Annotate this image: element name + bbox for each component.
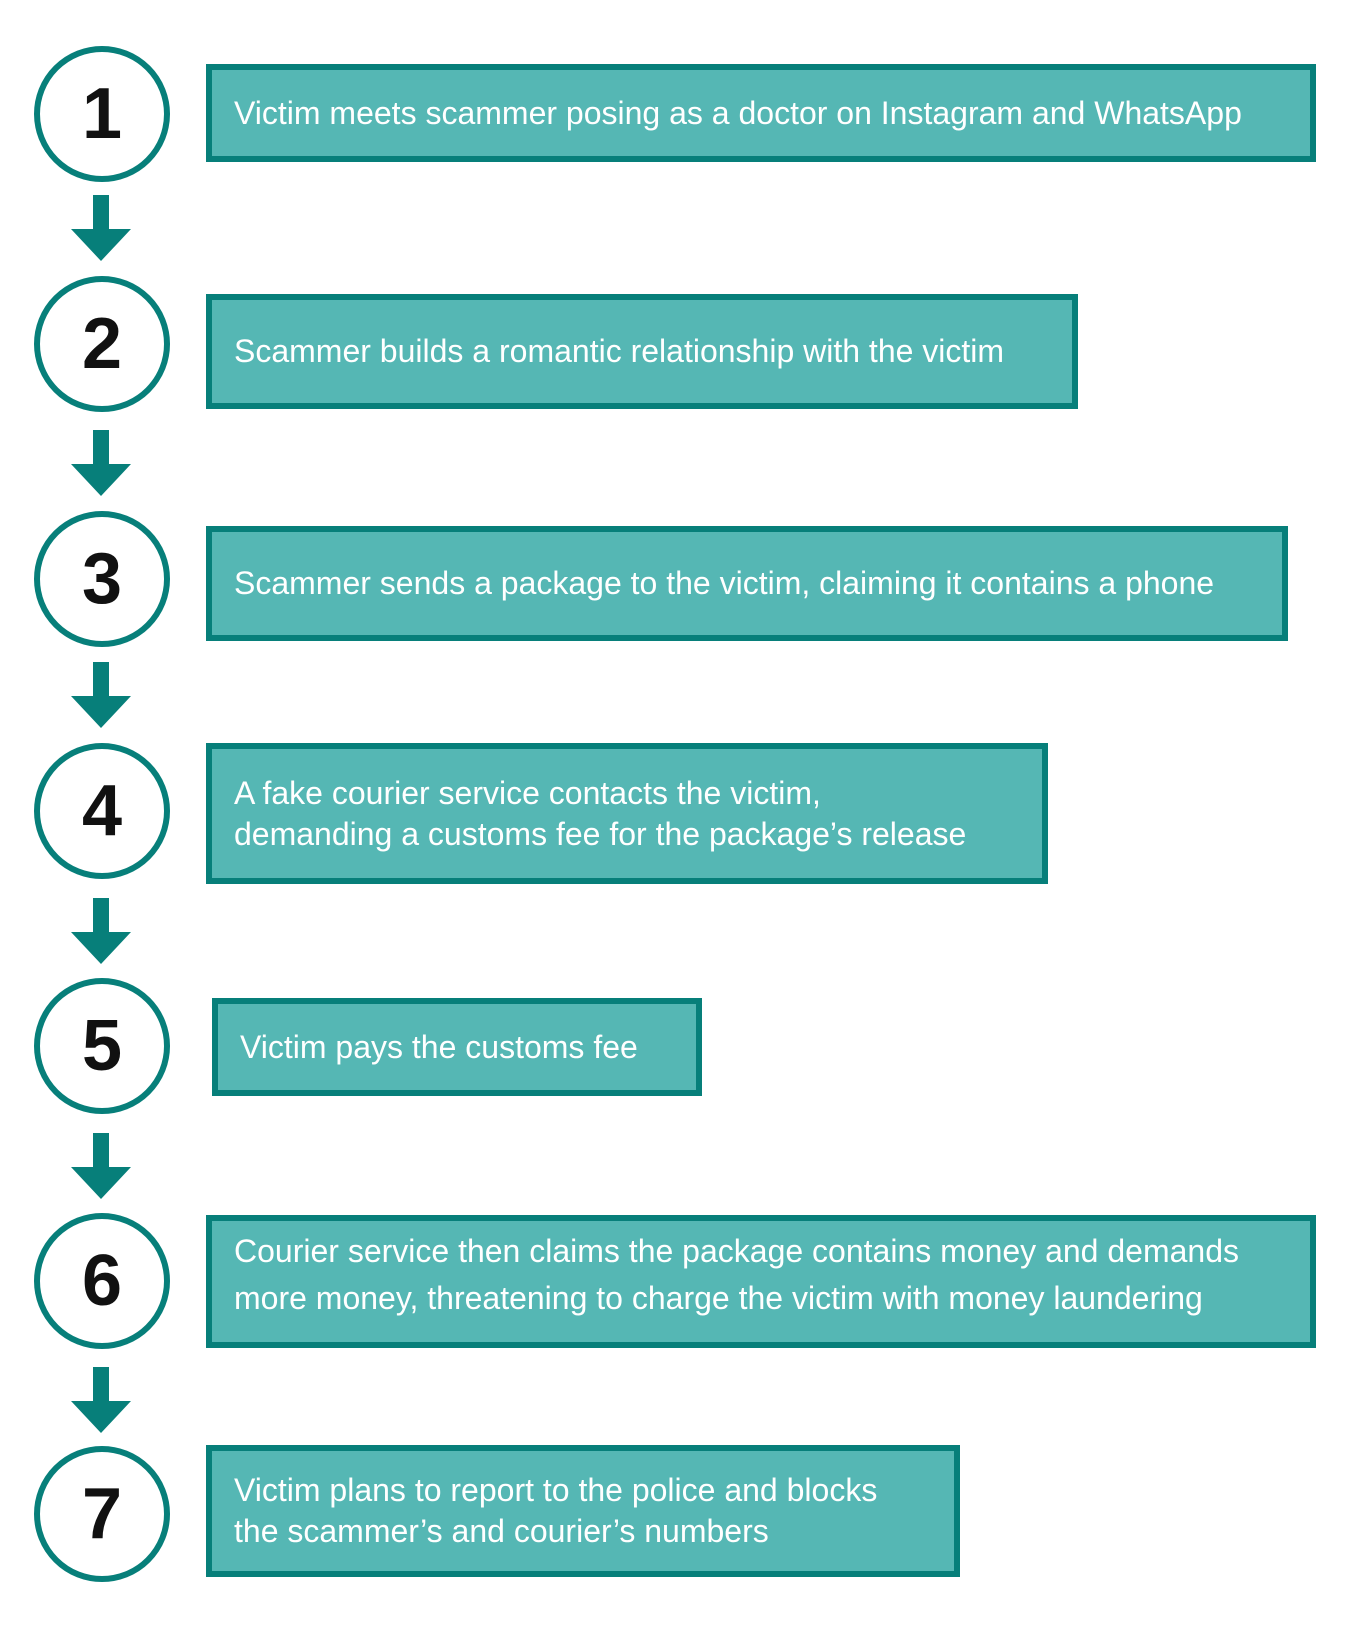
step-6-number-circle: 6 <box>34 1213 170 1349</box>
step-1-number-circle: 1 <box>34 46 170 182</box>
step-4-number-circle: 4 <box>34 743 170 879</box>
step-5-number: 5 <box>81 1006 123 1086</box>
arrow-down-icon <box>71 195 131 261</box>
step-3-number-circle: 3 <box>34 511 170 647</box>
step-7-text: Victim plans to report to the police and… <box>234 1472 878 1549</box>
step-7-number-circle: 7 <box>34 1446 170 1582</box>
step-4-text: A fake courier service contacts the vict… <box>234 774 967 852</box>
step-4-number: 4 <box>81 771 123 851</box>
step-1-number: 1 <box>81 74 123 154</box>
step-6-box: Courier service then claims the package … <box>206 1215 1316 1348</box>
step-2-text: Scammer builds a romantic relationship w… <box>234 333 1005 369</box>
step-7-box: Victim plans to report to the police and… <box>206 1445 960 1577</box>
step-1-box: Victim meets scammer posing as a doctor … <box>206 64 1316 162</box>
step-6-text: Courier service then claims the package … <box>234 1232 1239 1316</box>
arrow-down-icon <box>71 662 131 728</box>
step-3-number: 3 <box>81 539 123 619</box>
step-5-text: Victim pays the customs fee <box>240 1028 638 1065</box>
step-7-number: 7 <box>81 1474 123 1554</box>
step-6-number: 6 <box>81 1241 123 1321</box>
step-2-box: Scammer builds a romantic relationship w… <box>206 294 1078 409</box>
arrow-down-icon <box>71 430 131 496</box>
step-3-box: Scammer sends a package to the victim, c… <box>206 526 1288 641</box>
arrow-down-icon <box>71 1367 131 1433</box>
arrow-down-icon <box>71 1133 131 1199</box>
step-4-box: A fake courier service contacts the vict… <box>206 743 1048 884</box>
step-2-number: 2 <box>81 304 123 384</box>
step-5-box: Victim pays the customs fee <box>212 998 702 1096</box>
arrow-down-icon <box>71 898 131 964</box>
step-5-number-circle: 5 <box>34 978 170 1114</box>
step-3-text: Scammer sends a package to the victim, c… <box>234 565 1215 601</box>
step-2-number-circle: 2 <box>34 276 170 412</box>
step-1-text: Victim meets scammer posing as a doctor … <box>234 94 1242 131</box>
